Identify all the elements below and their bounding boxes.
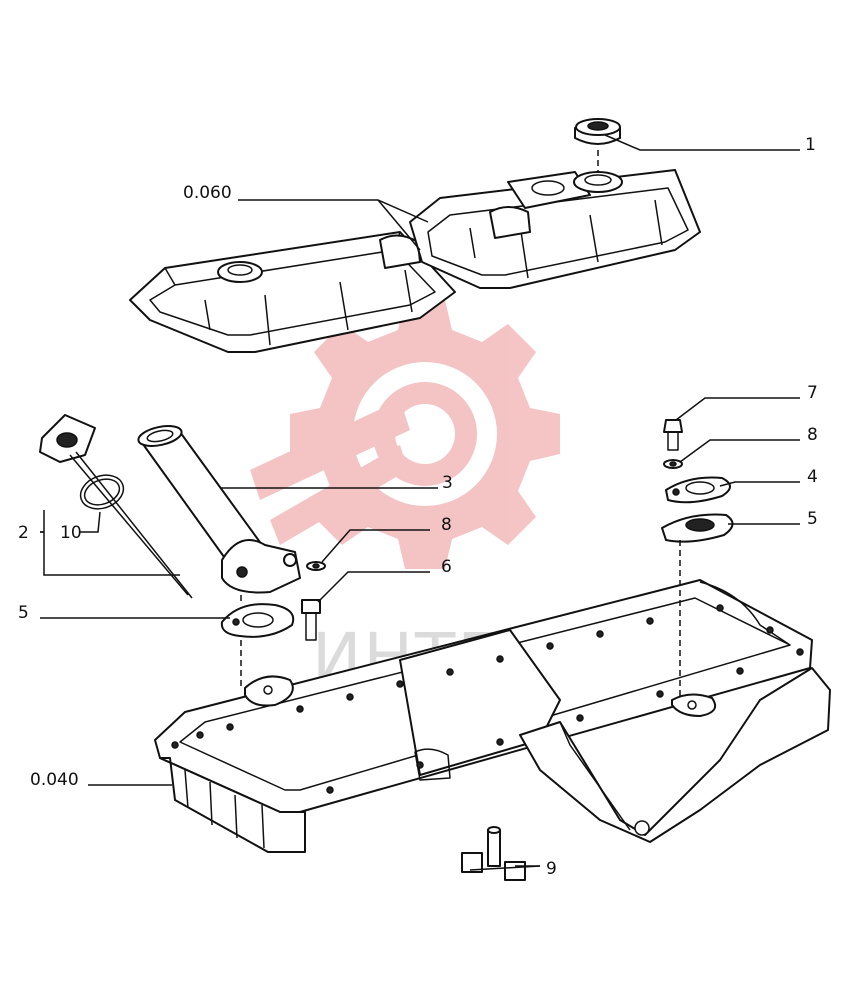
callout-10: 10 (60, 523, 82, 543)
rocker-cover-front (129, 231, 456, 353)
rocker-cover-rear (409, 169, 701, 289)
callout-1: 1 (805, 135, 816, 155)
callout-8-middle: 8 (441, 515, 452, 535)
filler-cap-part (574, 118, 621, 172)
callout-2: 2 (18, 523, 29, 543)
callout-7: 7 (807, 383, 818, 403)
callout-3: 3 (442, 473, 453, 493)
watermark-gear-icon (250, 300, 560, 569)
callout-6: 6 (441, 557, 452, 577)
oil-pan-part (154, 579, 831, 853)
leader-lines (40, 134, 800, 867)
fastener-kit-part (461, 826, 541, 881)
dipstick-tube-part (137, 425, 301, 594)
callout-4: 4 (807, 467, 818, 487)
oil-pan-flange-holes (171, 604, 804, 794)
gasket-left-part (220, 595, 295, 690)
callout-0-040: 0.040 (30, 770, 79, 790)
callout-9: 9 (546, 859, 557, 879)
callout-labels: 1 0.060 7 8 4 5 3 8 6 2 10 5 0.040 9 (18, 135, 818, 879)
washer-bolt-middle (301, 561, 326, 641)
callout-5-left: 5 (18, 603, 29, 623)
right-cover-plate-stack (661, 419, 734, 700)
callout-0-060: 0.060 (183, 183, 232, 203)
callout-5-right: 5 (807, 509, 818, 529)
callout-8-right: 8 (807, 425, 818, 445)
dipstick-part (39, 414, 193, 599)
